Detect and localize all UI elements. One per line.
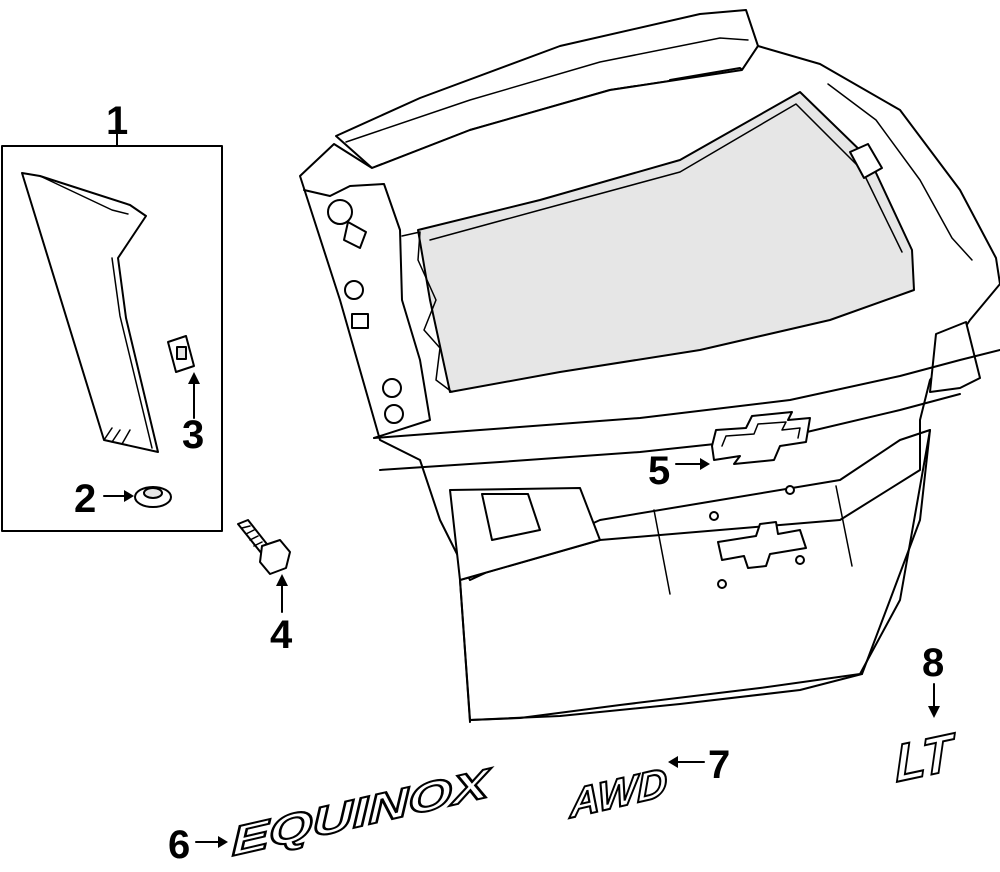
part-6-equinox-badge: EQUINOX <box>195 758 493 866</box>
callout-8: 8 <box>922 641 944 685</box>
lt-badge-text: LT <box>894 723 957 794</box>
equinox-badge-text: EQUINOX <box>231 759 492 866</box>
awd-badge-text: AWD <box>568 758 667 827</box>
part-5-bowtie-emblem <box>675 411 811 470</box>
part-3-clip <box>167 335 200 419</box>
part-1-box <box>1 124 223 532</box>
part-4-bolt <box>237 519 291 613</box>
callout-4: 4 <box>270 613 293 657</box>
callout-5: 5 <box>648 449 670 493</box>
callout-3: 3 <box>182 413 204 457</box>
callout-2: 2 <box>74 477 96 521</box>
callout-7: 7 <box>708 743 730 787</box>
callout-6: 6 <box>168 823 190 867</box>
part-7-awd-badge: AWD <box>567 756 705 828</box>
liftgate-assembly <box>299 9 1000 723</box>
callout-1: 1 <box>106 99 128 143</box>
part-8-lt-badge: LT <box>893 683 958 795</box>
part-2-nut <box>103 486 172 508</box>
pillar-applique-molding <box>21 172 159 453</box>
